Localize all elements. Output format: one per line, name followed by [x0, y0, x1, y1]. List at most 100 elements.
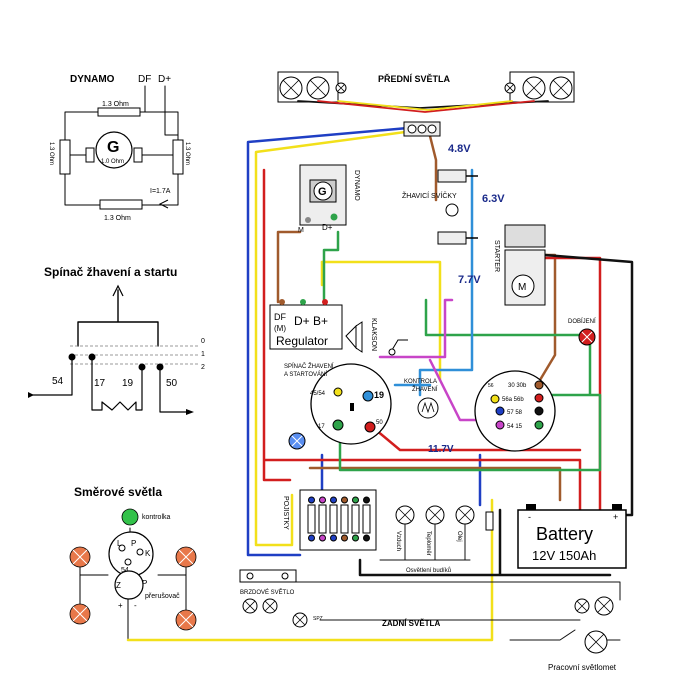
dynamo-title: DYNAMO: [70, 74, 115, 85]
dynamo-g-icon: [313, 181, 333, 201]
switch-label-19: 19: [122, 378, 134, 389]
starter-motor-icon: [511, 274, 535, 298]
dynamo-label: DYNAMO: [353, 170, 360, 201]
spinac-label-1: SPÍNAČ ŽHAVENÍ: [284, 362, 334, 370]
ign-19: 19: [374, 390, 384, 400]
wire-black: [358, 253, 634, 577]
pracovni-label: Pracovní světlomet: [548, 663, 617, 672]
starter-label: STARTER: [493, 240, 500, 272]
flasher-l: L: [117, 539, 122, 548]
gen-brush-left: [85, 147, 95, 163]
flasher-p: P: [131, 539, 136, 548]
gauges: Vzduch Teploměr Olej Osvětlení budíků: [379, 505, 494, 574]
horn-button-icon: [391, 339, 408, 351]
flasher-pin-54: [124, 558, 132, 566]
interrupter-minus: -: [134, 601, 137, 610]
switch-pos0: 0: [201, 338, 205, 345]
fuse: [362, 504, 371, 534]
resistor-left: [59, 139, 71, 175]
dynamo-df-label: DF: [138, 74, 151, 85]
kontrolka-lamp-icon: [121, 508, 139, 526]
battery: - + Battery 12V 150Ah: [517, 504, 627, 569]
generator-value: 1.0 Ohm: [101, 159, 124, 165]
front-terminal-1: [407, 124, 417, 134]
reg-term-df: [279, 299, 285, 305]
pojistky-label: POJISTKY: [282, 496, 289, 530]
ign-term-17: [332, 419, 344, 431]
fuse-terminal: [352, 534, 359, 542]
dynamo-term-dplus: [330, 213, 338, 221]
fuse-terminal: [341, 534, 348, 542]
ign-center-key: [350, 403, 354, 411]
switch-arrow-icon: [112, 284, 124, 297]
dobijeni-label: DOBÍJENÍ: [568, 318, 596, 325]
flasher-k: K: [145, 549, 151, 558]
battery-label: Battery: [536, 524, 593, 544]
interrupter-plus: +: [118, 601, 123, 610]
work-light-cross: [587, 633, 605, 651]
switch-pos2: 2: [201, 364, 205, 371]
switch-label-54: 54: [52, 376, 64, 387]
voltage-63: 6.3V: [482, 193, 505, 205]
fuse-terminal: [363, 534, 370, 542]
starter-motor-label: M: [518, 282, 526, 293]
interrupter-p: P: [142, 579, 147, 588]
rear-lamp-crosses: [244, 599, 611, 626]
ignition-switch: SPÍNAČ ŽHAVENÍ A STARTOVÁNÍ 45/54 19 17 …: [284, 362, 392, 450]
fuse: [329, 504, 338, 534]
dynamo-m: M: [298, 227, 304, 234]
ls-3030: 30 30b: [508, 383, 527, 389]
dynamo-dplus: D+: [322, 223, 333, 232]
regulator-label: Regulator: [276, 334, 328, 348]
interrupter-z: Z: [116, 581, 121, 590]
regulator-box: [269, 304, 343, 350]
fuse-terminal: [319, 496, 326, 504]
ign-4554: 45/54: [310, 391, 326, 397]
turn-signals-schematic: Směrové světla kontrolka L P K 54 Z P př…: [69, 485, 197, 641]
resistor-right-label: 1.3 Ohm: [184, 142, 190, 165]
starter-unit: M STARTER: [493, 224, 546, 306]
ign-50: 50: [376, 420, 383, 426]
wire-red: [262, 168, 602, 527]
glow-plug-1-icon: [437, 169, 467, 183]
switch-arrow-out-icon: [186, 409, 194, 415]
turn-lamp-crosses: [72, 549, 194, 628]
front-terminal-3: [427, 124, 437, 134]
gen-brush-right: [133, 147, 143, 163]
switch-pos1: 1: [201, 351, 205, 358]
regulator-unit: DF (M) D+ B+ Regulator: [269, 299, 343, 350]
flasher-pin-l: [118, 544, 126, 552]
olej-label: Olej: [456, 531, 462, 542]
teplomer-label: Teploměr: [425, 531, 431, 556]
flasher-54: 54: [121, 567, 129, 574]
brzdove-label: BRZDOVÉ SVĚTLO: [240, 588, 295, 596]
front-red-wire: [317, 100, 535, 113]
voltage-117: 11.7V: [428, 444, 454, 455]
wire-brown: [276, 126, 562, 502]
switch-plunger: [77, 289, 159, 347]
ls-term-30: [534, 380, 544, 390]
glow-control-coil: [421, 401, 435, 414]
ls-nc56: 56: [488, 383, 494, 389]
turn-wires: [79, 527, 187, 641]
ls-57: 57 58: [507, 410, 523, 416]
inline-fuse: [485, 511, 494, 531]
wire-yellow: [126, 128, 494, 642]
current-label: I=1.7A: [150, 188, 171, 195]
starter-solenoid: [504, 224, 546, 248]
battery-box: [517, 509, 627, 569]
switch-label-17: 17: [94, 378, 106, 389]
battery-pos-post: [612, 504, 622, 510]
dynamo-g: G: [318, 186, 327, 198]
ign-term-19: [362, 390, 374, 402]
kontrolka-label: kontrolka: [142, 514, 171, 521]
dynamo-dplus-label: D+: [158, 74, 171, 85]
reg-term-d: [300, 299, 306, 305]
fuse-terminal: [352, 496, 359, 504]
zhavici-label: ŽHAVICÍ SVÍČKY: [402, 191, 457, 200]
ls-term-57: [495, 406, 505, 416]
regulator-df: DF: [274, 312, 286, 322]
resistor-bottom-label: 1.3 Ohm: [104, 215, 131, 222]
light-switch: 30 30b 56 56a 56b 57 58 54 15 DOBÍJENÍ: [474, 318, 596, 452]
